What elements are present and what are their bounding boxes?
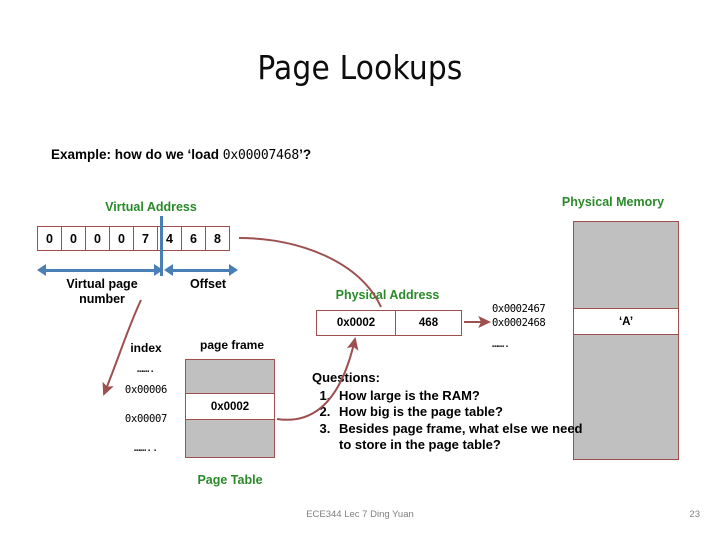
questions-header: Questions: <box>312 370 380 385</box>
virtual-address-boxes: 0 0 0 0 7 4 6 8 <box>37 226 230 251</box>
page-table-index-row: ……. <box>136 363 156 375</box>
vpn-span-arrow <box>37 264 163 276</box>
page-table: 0x0002 <box>185 359 275 458</box>
page-table-index-row: …….. <box>133 442 159 454</box>
memory-address-label: 0x0002468 <box>492 317 546 329</box>
page-table-index-row: 0x00007 <box>124 413 168 425</box>
virtual-address-caption: Virtual Address <box>105 200 197 214</box>
physical-address-offset: 468 <box>396 311 461 335</box>
page-title: Page Lookups <box>257 48 463 87</box>
physical-memory-address-list: 0x0002467 0x0002468 ……. <box>492 302 570 351</box>
arrow-head-right-icon <box>154 264 163 276</box>
physical-memory-caption: Physical Memory <box>561 195 665 209</box>
footer-page-number: 23 <box>689 509 700 520</box>
page-table-row-empty-top <box>186 360 274 393</box>
memory-address-label: 0x0002467 <box>492 303 546 315</box>
va-nibble: 0 <box>85 226 110 251</box>
offset-caption: Offset <box>189 277 227 291</box>
page-table-row-empty-bottom <box>186 419 274 457</box>
arrow-head-right-icon <box>229 264 238 276</box>
question-item: Besides page frame, what else we need to… <box>334 421 584 454</box>
va-nibble: 0 <box>37 226 62 251</box>
va-nibble: 6 <box>181 226 206 251</box>
physical-address-frame: 0x0002 <box>317 311 396 335</box>
example-line: Example: how do we ‘load 0x00007468’? <box>51 147 311 163</box>
memory-block-top <box>574 222 678 308</box>
example-hex-value: 0x00007468 <box>222 148 300 163</box>
example-prefix: Example: how do we ‘load <box>51 147 223 162</box>
page-table-index-row: 0x00006 <box>124 384 168 396</box>
page-table-index-header: index <box>130 341 162 355</box>
arrow-head-left-icon <box>164 264 173 276</box>
page-table-index-column: index ……. 0x00006 0x00007 …….. <box>110 338 182 459</box>
memory-cell-selected: ‘A’ <box>574 308 678 334</box>
questions-block: Questions: How large is the RAM? How big… <box>312 370 584 454</box>
physical-address-boxes: 0x0002 468 <box>316 310 462 336</box>
question-item: How large is the RAM? <box>334 388 584 405</box>
va-nibble: 0 <box>109 226 134 251</box>
memory-address-ellipsis: ……. <box>492 338 510 350</box>
example-suffix: ’? <box>299 147 312 162</box>
arrow-head-left-icon <box>37 264 46 276</box>
question-item: How big is the page table? <box>334 404 584 421</box>
page-table-caption: Page Table <box>197 473 263 487</box>
vpn-offset-divider <box>160 216 163 276</box>
arrow-shaft <box>173 268 229 272</box>
physical-memory-column: ‘A’ <box>573 221 679 460</box>
offset-span-arrow <box>164 264 238 276</box>
page-table-frame-header: page frame <box>199 338 265 352</box>
vpn-caption: Virtual page number <box>66 277 138 306</box>
va-nibble: 7 <box>133 226 158 251</box>
va-nibble: 0 <box>61 226 86 251</box>
questions-list: How large is the RAM? How big is the pag… <box>312 388 584 454</box>
footer-text: ECE344 Lec 7 Ding Yuan <box>306 509 414 520</box>
memory-block-bottom <box>574 334 678 459</box>
arrow-shaft <box>46 268 154 272</box>
physical-address-caption: Physical Address <box>335 288 440 302</box>
va-nibble: 8 <box>205 226 230 251</box>
page-table-row-selected: 0x0002 <box>186 393 274 419</box>
